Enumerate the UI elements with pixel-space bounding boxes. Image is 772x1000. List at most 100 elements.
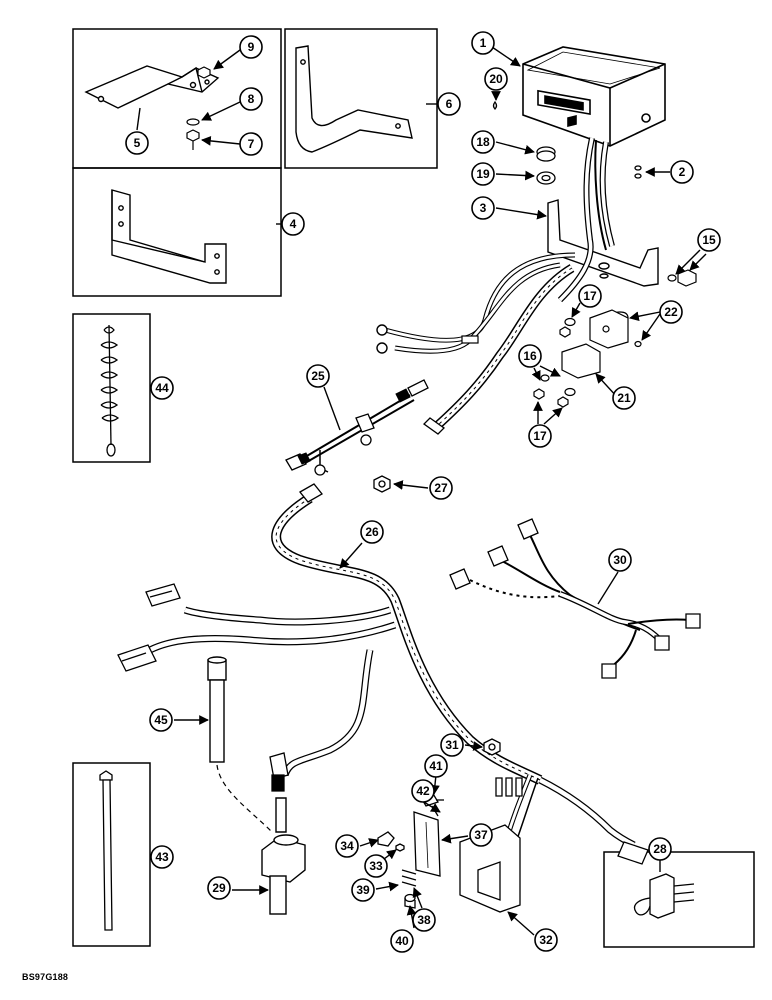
callout-39: 39 [351, 878, 375, 902]
callout-17-bottom: 17 [528, 424, 552, 448]
document-id: BS97G188 [22, 972, 69, 982]
callout-44: 44 [150, 376, 174, 400]
callout-17-top: 17 [578, 284, 602, 308]
hardware-7-8-9 [186, 66, 211, 150]
harness-25 [285, 379, 429, 476]
callout-15: 15 [697, 228, 721, 252]
svg-text:28: 28 [653, 842, 667, 856]
callout-19: 19 [471, 162, 495, 186]
svg-text:29: 29 [212, 881, 226, 895]
svg-text:40: 40 [395, 934, 409, 948]
svg-text:30: 30 [613, 553, 627, 567]
ground-cable [376, 252, 576, 354]
svg-text:7: 7 [248, 137, 255, 151]
callout-42: 42 [411, 779, 435, 803]
inset-box-bracket-4 [72, 167, 282, 297]
bracket-6 [295, 45, 413, 153]
svg-text:31: 31 [445, 738, 459, 752]
harness-upper [422, 264, 575, 435]
callout-25: 25 [306, 364, 330, 388]
svg-text:5: 5 [134, 136, 141, 150]
svg-text:21: 21 [617, 391, 631, 405]
svg-text:27: 27 [434, 481, 448, 495]
connector-28 [633, 873, 695, 919]
callout-45: 45 [149, 708, 173, 732]
grommet-18-19-20-2 [492, 100, 642, 185]
box-cables [557, 137, 615, 303]
probe-44 [100, 324, 120, 457]
svg-text:38: 38 [417, 913, 431, 927]
callout-1: 1 [471, 31, 495, 55]
svg-text:44: 44 [155, 381, 169, 395]
callout-32: 32 [534, 928, 558, 952]
callout-37: 37 [469, 823, 493, 847]
hardware-15-22 [533, 269, 697, 408]
bracket-3 [547, 199, 659, 287]
svg-text:3: 3 [480, 201, 487, 215]
inset-boxes [72, 28, 755, 948]
sensor-29 [261, 797, 306, 915]
callout-31: 31 [440, 733, 464, 757]
inset-box-bracket-6 [284, 28, 438, 169]
nut-27 [373, 475, 391, 493]
harness-30 [449, 518, 701, 679]
svg-text:25: 25 [311, 369, 325, 383]
callout-3: 3 [471, 196, 495, 220]
svg-text:41: 41 [429, 759, 443, 773]
svg-text:37: 37 [474, 828, 488, 842]
callout-2: 2 [670, 160, 694, 184]
svg-text:34: 34 [340, 839, 354, 853]
svg-text:33: 33 [369, 859, 383, 873]
svg-text:4: 4 [290, 217, 297, 231]
svg-text:8: 8 [248, 92, 255, 106]
callout-5: 5 [125, 131, 149, 155]
sensor-45 [207, 656, 227, 763]
dashed-link-45-29 [216, 764, 273, 833]
svg-text:32: 32 [539, 933, 553, 947]
callout-18: 18 [471, 130, 495, 154]
inset-box-probe-44 [72, 313, 151, 463]
callout-9: 9 [239, 35, 263, 59]
callout-6: 6 [437, 92, 461, 116]
svg-text:1: 1 [480, 36, 487, 50]
callout-4: 4 [281, 212, 305, 236]
callout-20: 20 [484, 67, 508, 91]
svg-text:16: 16 [523, 349, 537, 363]
control-box-1 [522, 46, 666, 147]
svg-text:39: 39 [356, 883, 370, 897]
callout-8: 8 [239, 87, 263, 111]
callout-43: 43 [150, 845, 174, 869]
svg-text:43: 43 [155, 850, 169, 864]
callout-22: 22 [659, 300, 683, 324]
svg-text:26: 26 [365, 525, 379, 539]
cable-tie-43 [99, 770, 113, 931]
svg-text:15: 15 [702, 233, 716, 247]
callout-34: 34 [335, 834, 359, 858]
callout-16: 16 [518, 344, 542, 368]
svg-text:19: 19 [476, 167, 490, 181]
bracket-4 [111, 189, 227, 284]
callout-21: 21 [612, 386, 636, 410]
callout-30: 30 [608, 548, 632, 572]
callout-26: 26 [360, 520, 384, 544]
inset-box-tie-43 [72, 762, 151, 947]
callout-41: 41 [424, 754, 448, 778]
inset-box-connector-28 [603, 851, 755, 948]
callout-labels: 1 20 9 8 7 5 6 4 18 19 2 3 15 17 22 16 2… [125, 31, 721, 953]
svg-text:20: 20 [489, 72, 503, 86]
svg-text:42: 42 [416, 784, 430, 798]
svg-text:9: 9 [248, 40, 255, 54]
svg-text:17: 17 [583, 289, 597, 303]
svg-text:22: 22 [664, 305, 678, 319]
svg-text:18: 18 [476, 135, 490, 149]
harness-26-connectors [117, 583, 649, 865]
callout-38: 38 [412, 908, 436, 932]
callout-40: 40 [390, 929, 414, 953]
svg-text:6: 6 [446, 97, 453, 111]
callout-28: 28 [648, 837, 672, 861]
bracket-5 [84, 65, 220, 109]
svg-text:17: 17 [533, 429, 547, 443]
svg-text:45: 45 [154, 713, 168, 727]
callout-27: 27 [429, 476, 453, 500]
callout-33: 33 [364, 854, 388, 878]
